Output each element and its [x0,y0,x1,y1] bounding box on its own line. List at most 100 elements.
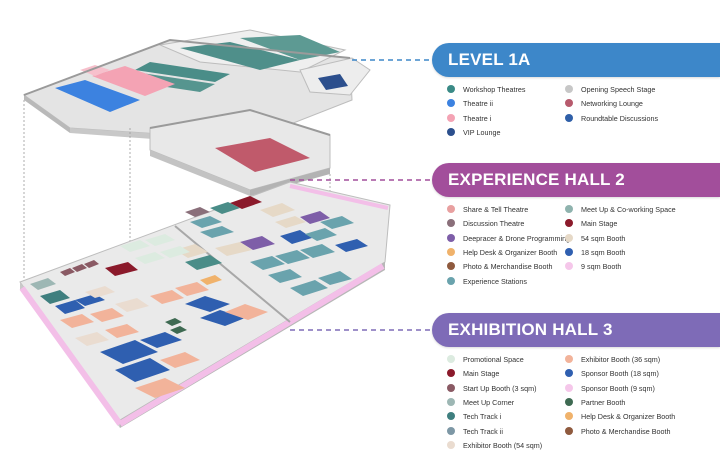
legend-item: Tech Track ii [447,425,503,439]
legend-label: Meet Up Corner [463,397,515,407]
legend-swatch-icon [565,426,573,435]
legend-label: 9 sqm Booth [581,262,622,272]
legend-swatch-icon [565,99,573,108]
legend-label: Promotional Space [463,355,524,364]
legend-item: 18 sqm Booth [565,246,625,260]
legend-item: Tech Track i [447,410,501,424]
legend-label: Exhibitor Booth (54 sqm) [463,440,543,450]
legend-label: Start Up Booth (3 sqm) [463,383,537,393]
level-1a-annex [149,108,331,196]
banner-level-1a: LEVEL 1A [432,43,720,77]
legend-swatch-icon [447,262,455,271]
legend-label: Main Stage [463,369,500,379]
legend-item: Exhibitor Booth (54 sqm) [447,439,542,453]
legend-item: Photo & Merchandise Booth [565,425,671,439]
legend-label: Sponsor Booth (9 sqm) [581,383,655,393]
legend-label: Roundtable Discussions [581,113,659,123]
legend-swatch-icon [565,233,573,242]
legend-swatch-icon [447,355,455,364]
legend-item: Workshop Theatres [447,83,525,97]
connector-lines [290,59,432,331]
legend-item: Main Stage [565,217,617,231]
legend-item: VIP Lounge [447,126,500,140]
legend-swatch-icon [565,219,573,228]
legend-swatch-icon [565,412,573,421]
legend-item: Exhibitor Booth (36 sqm) [565,353,660,367]
legend-swatch-icon [447,369,455,378]
legend-label: Photo & Merchandise Booth [581,426,671,436]
legend-swatch-icon [565,262,573,271]
level-1a-floor [22,29,371,146]
legend-label: Main Stage [581,219,618,229]
legend-item: Sponsor Booth (18 sqm) [565,367,659,381]
legend-item: Start Up Booth (3 sqm) [447,382,537,396]
legend-swatch-icon [447,85,455,94]
legend-swatch-icon [565,369,573,378]
legend-swatch-icon [447,412,455,421]
legend-item: Main Stage [447,367,499,381]
legend-item: 9 sqm Booth [565,260,621,274]
legend-swatch-icon [447,397,455,406]
legend-item: Networking Lounge [565,97,643,111]
legend-label: Workshop Theatres [463,85,526,94]
legend-item: Roundtable Discussions [565,112,658,126]
legend-item: Theatre ii [447,97,493,111]
legend-swatch-icon [565,383,573,392]
legend-item: Promotional Space [447,353,524,367]
legend-swatch-icon [447,426,455,435]
legend-swatch-icon [565,247,573,256]
legend-item: Experience Stations [447,275,527,289]
legend-swatch-icon [447,276,455,285]
legend-swatch-icon [447,127,455,136]
legend-item: Photo & Merchandise Booth [447,260,553,274]
legend-label: Help Desk & Organizer Booth [463,247,558,257]
legend-label: Sponsor Booth (18 sqm) [581,369,659,379]
legend-swatch-icon [447,233,455,242]
legend-swatch-icon [447,247,455,256]
legend-item: Partner Booth [565,396,625,410]
legend-item: Share & Tell Theatre [447,203,528,217]
legend-swatch-icon [447,440,455,449]
legend-swatch-icon [447,219,455,228]
legend-item: 54 sqm Booth [565,232,625,246]
legend-swatch-icon [447,113,455,122]
legend-swatch-icon [565,355,573,364]
legend-swatch-icon [565,113,573,122]
legend-label: Theatre ii [463,99,493,109]
experience-hall-2-booths [175,196,368,296]
legend-label: Exhibitor Booth (36 sqm) [581,355,661,364]
legend-label: Tech Track i [463,412,502,422]
legend-label: Discussion Theatre [463,219,525,229]
legend-swatch-icon [565,397,573,406]
legend-label: Meet Up & Co-working Space [581,205,676,214]
legend-label: Networking Lounge [581,99,643,109]
legend-label: Deepracer & Drone Programming [463,233,571,243]
exhibition-hall-3-booths [30,234,268,398]
legend-label: 18 sqm Booth [581,247,626,257]
legend-swatch-icon [447,99,455,108]
legend-label: Partner Booth [581,397,626,407]
banner-experience-hall-2: EXPERIENCE HALL 2 [432,163,720,197]
legend-label: Opening Speech Stage [581,85,656,94]
legend-label: Photo & Merchandise Booth [463,262,553,272]
legend-label: Help Desk & Organizer Booth [581,412,676,422]
legend-label: 54 sqm Booth [581,233,626,243]
legend-label: Theatre i [463,113,492,123]
legend-item: Sponsor Booth (9 sqm) [565,382,655,396]
legend-swatch-icon [447,383,455,392]
legend-item: Meet Up Corner [447,396,514,410]
legend-item: Theatre i [447,112,491,126]
legend-label: Experience Stations [463,276,527,286]
legend-item: Help Desk & Organizer Booth [447,246,557,260]
legend-item: Opening Speech Stage [565,83,655,97]
legend-swatch-icon [565,205,573,214]
legend-label: VIP Lounge [463,127,501,137]
legend-item: Deepracer & Drone Programming [447,232,570,246]
legend-swatch-icon [565,85,573,94]
legend-swatch-icon [447,205,455,214]
legend-label: Share & Tell Theatre [463,205,529,214]
legend-item: Discussion Theatre [447,217,524,231]
legend-label: Tech Track ii [463,426,503,436]
legend-item: Help Desk & Organizer Booth [565,410,675,424]
